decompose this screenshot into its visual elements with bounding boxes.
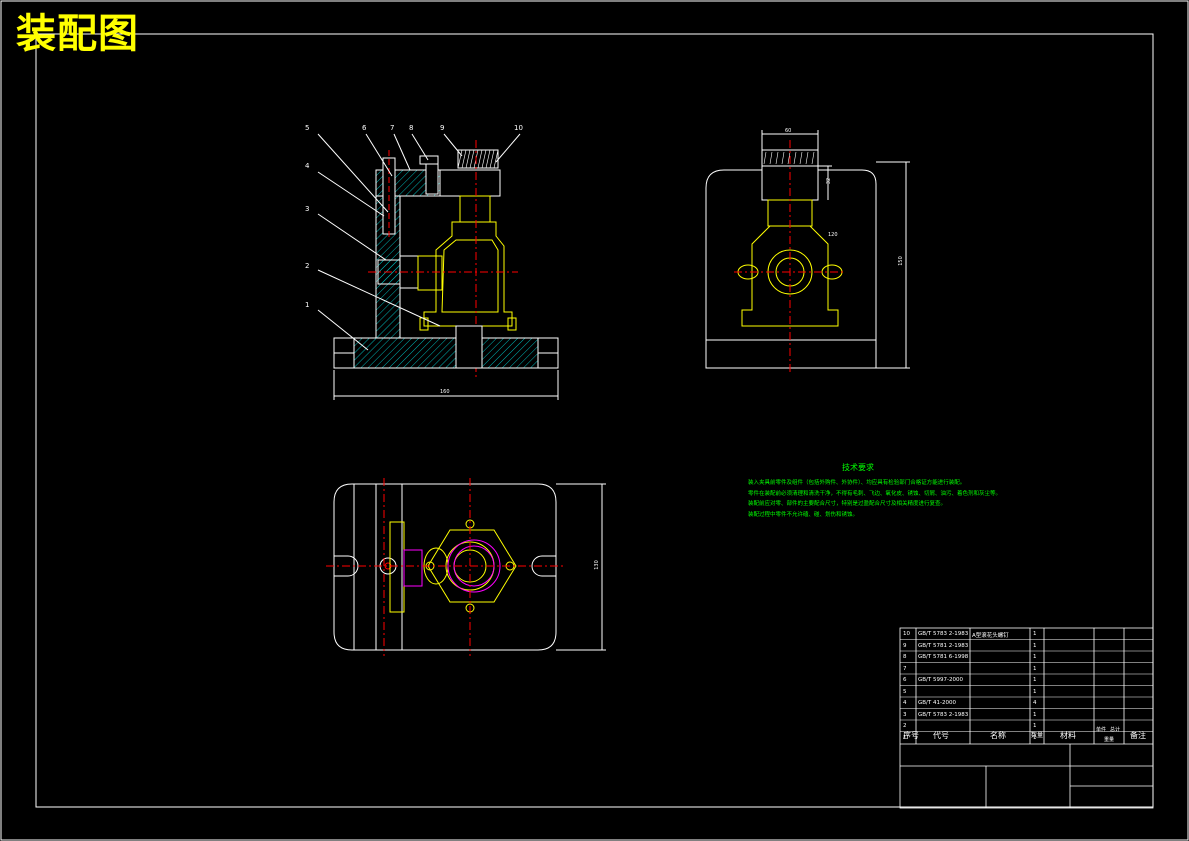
callout-5: 5	[305, 124, 310, 132]
bom-cell-qty: 1	[1033, 723, 1037, 729]
bom-header-unit-weight: 单件	[1096, 727, 1107, 733]
bom-cell-code: GB/T 5783 2-1983	[918, 711, 969, 718]
callout-10: 10	[514, 124, 523, 132]
bom-cell-seq: 3	[903, 711, 907, 718]
dim-side-mid: 120	[828, 232, 838, 238]
dim-front-width: 160	[440, 389, 450, 395]
tech-requirements: 装入夹具前零件及组件（包括外购件、外协件）、均应具有检验部门合格证方能进行装配。…	[748, 478, 1001, 520]
dim-small-height: 32	[826, 177, 833, 185]
bom-cell-qty: 1	[1033, 654, 1037, 660]
bom-header-weight: 重量	[1104, 737, 1115, 743]
bom-cell-code: GB/T 5997-2000	[918, 677, 963, 683]
bom-cell-seq: 4	[903, 700, 907, 706]
bom-cell-qty: 1	[1033, 711, 1037, 718]
callout-2: 2	[305, 262, 310, 270]
inner-frame	[35, 33, 1154, 808]
bom-cell-seq: 8	[903, 654, 907, 660]
dim-plan-height: 130	[593, 560, 600, 570]
callout-4: 4	[305, 162, 310, 170]
callout-9: 9	[440, 124, 445, 132]
bom-cell-qty: 1	[1033, 631, 1037, 637]
bom-cell-name: A型滚花头螺钉	[972, 633, 1009, 639]
callout-6: 6	[362, 124, 367, 132]
bom-cell-seq: 1	[903, 734, 907, 741]
callout-7: 7	[390, 124, 395, 132]
bom-cell-code: GB/T 5783 2-1983	[918, 631, 969, 637]
bom-header-total-weight: 总计	[1110, 727, 1121, 733]
bom-cell-code: GB/T 5781 6-1998	[918, 654, 969, 660]
bom-cell-seq: 5	[903, 688, 907, 695]
tech-line: 装配过程中零件不允许磕、碰、划伤和锈蚀。	[748, 511, 859, 518]
bom-cell-code: GB/T 5781 2-1983	[918, 642, 969, 649]
bom-cell-qty: 1	[1033, 677, 1037, 683]
tech-requirements-title: 技术要求	[842, 463, 874, 472]
dim-side-height: 150	[897, 256, 904, 266]
bom-cell-qty: 1	[1033, 734, 1037, 741]
tech-line: 零件在装配前必须清理和清洗干净，不得有毛刺、飞边、氧化皮、锈蚀、切屑、油污、着色…	[748, 490, 1002, 497]
callout-1: 1	[305, 301, 310, 309]
bom-cell-seq: 10	[903, 631, 910, 637]
side-view	[705, 130, 910, 372]
bom-cell-qty: 1	[1033, 642, 1037, 649]
drawing-title: 装配图	[16, 11, 139, 57]
bom-cell-seq: 9	[903, 642, 907, 649]
bom-header-code: 代号	[933, 731, 949, 740]
dim-top-width: 60	[785, 128, 792, 134]
bom-cell-qty: 4	[1033, 700, 1037, 706]
bom-header-qty: 数量	[1031, 732, 1044, 739]
bom-header-material: 材料	[1060, 731, 1076, 740]
callout-8: 8	[409, 124, 414, 132]
bom-cell-code: GB/T 41-2000	[918, 700, 956, 706]
tech-line: 装配前应对零、部件的主要配合尺寸，特别是过盈配合尺寸及相关精度进行复查。	[748, 501, 947, 507]
bom-cell-seq: 7	[903, 665, 907, 672]
front-section-view	[317, 133, 559, 400]
bom-table-lines	[899, 627, 1154, 809]
bom-header-remark: 备注	[1130, 731, 1146, 740]
bom-cell-seq: 6	[903, 677, 907, 683]
bom-header-name: 名称	[990, 731, 1006, 740]
bom-cell-seq: 2	[903, 723, 907, 729]
tech-line: 装入夹具前零件及组件（包括外购件、外协件）、均应具有检验部门合格证方能进行装配。	[748, 480, 966, 486]
plan-view	[326, 478, 606, 656]
bom-cell-qty: 1	[1033, 665, 1037, 672]
callout-3: 3	[305, 205, 310, 213]
bom-cell-qty: 1	[1033, 688, 1037, 695]
bom-header-seq: 序号	[903, 731, 919, 740]
